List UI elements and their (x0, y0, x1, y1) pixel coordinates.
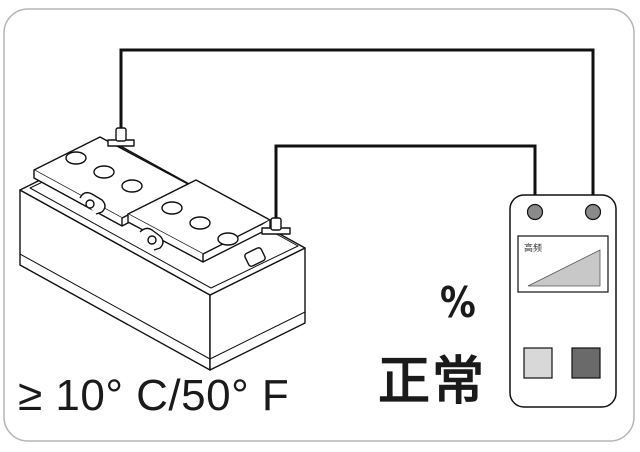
connection-wires (119, 48, 595, 218)
vent-cap (65, 151, 87, 165)
wire-positive (119, 48, 595, 205)
tester-button-dark (571, 347, 601, 379)
battery (19, 127, 306, 371)
wire-negative (274, 144, 537, 218)
tester-button-light (523, 347, 553, 379)
tester-level-bar (527, 249, 601, 287)
side-terminal (244, 247, 266, 267)
terminal-positive (115, 127, 127, 142)
status-label: 正常 (378, 352, 487, 412)
vent-cap (189, 216, 211, 230)
vent-cap (161, 201, 183, 215)
tester-terminal-positive (584, 203, 602, 221)
battery-tester (509, 194, 617, 408)
vent-cap (121, 179, 143, 193)
vent-cap (217, 232, 239, 246)
terminal-negative (270, 217, 282, 231)
temperature-label: ≥ 10° C/50° F (18, 371, 290, 420)
tester-terminal-negative (526, 203, 544, 221)
percent-sign: % (440, 278, 476, 327)
tester-mode-text: 高频 (524, 244, 543, 254)
vent-cap (93, 165, 115, 179)
